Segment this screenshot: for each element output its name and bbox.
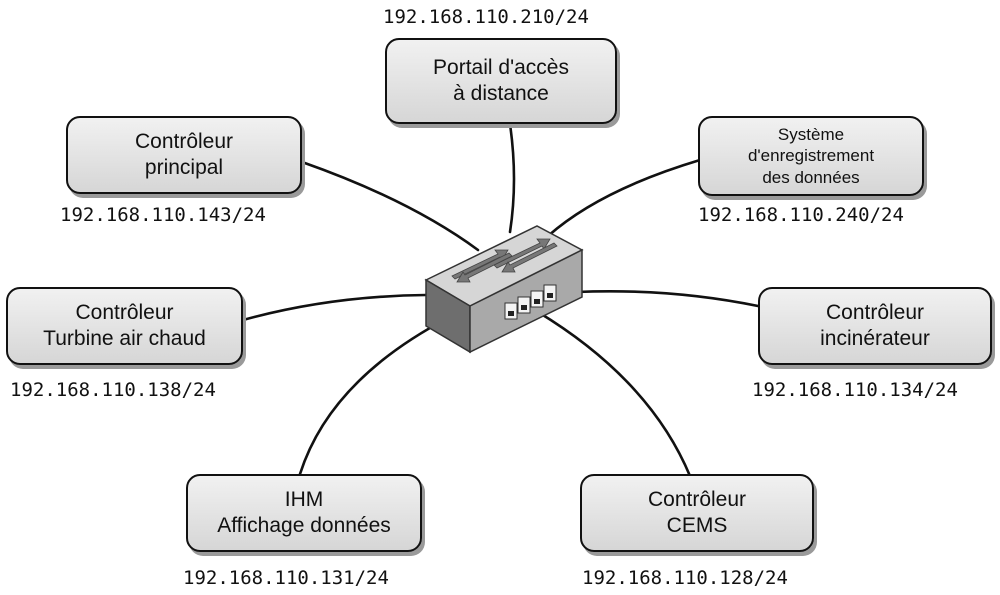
remote-access-portal-node: Portail d'accès à distance bbox=[385, 38, 617, 124]
hmi-data-display-ip: 192.168.110.131/24 bbox=[183, 567, 389, 589]
link-hot-air-turbine-controller bbox=[241, 293, 428, 322]
node-label-line: à distance bbox=[453, 82, 549, 105]
node-label-line: d'enregistrement bbox=[747, 146, 875, 166]
data-logging-system-ip: 192.168.110.240/24 bbox=[698, 204, 904, 226]
ethernet-ports-icon bbox=[504, 284, 557, 320]
incinerator-controller-node: Contrôleur incinérateur bbox=[758, 287, 992, 365]
cems-controller-ip: 192.168.110.128/24 bbox=[582, 567, 788, 589]
node-label-line: incinérateur bbox=[820, 327, 930, 350]
node-label-line: des données bbox=[762, 167, 860, 187]
node-label-line: Contrôleur bbox=[75, 301, 174, 325]
remote-access-portal-ip: 192.168.110.210/24 bbox=[383, 6, 589, 28]
arrow-left-icon bbox=[456, 242, 558, 283]
main-controller-ip: 192.168.110.143/24 bbox=[60, 204, 266, 226]
node-label-line: principal bbox=[144, 156, 224, 179]
node-label-line: CEMS bbox=[666, 514, 728, 537]
node-label-line: Système bbox=[777, 125, 845, 145]
link-remote-access-portal bbox=[508, 122, 516, 234]
node-label-line: Contrôleur bbox=[134, 130, 234, 154]
hot-air-turbine-controller-ip: 192.168.110.138/24 bbox=[10, 379, 216, 401]
hmi-data-display-node: IHM Affichage données bbox=[186, 474, 422, 552]
link-hmi-data-display bbox=[298, 316, 450, 476]
hot-air-turbine-controller-node: Contrôleur Turbine air chaud bbox=[6, 287, 243, 365]
node-label-line: IHM bbox=[284, 488, 324, 512]
cems-controller-node: Contrôleur CEMS bbox=[580, 474, 814, 552]
link-data-logging-system bbox=[546, 158, 702, 238]
node-label-line: Contrôleur bbox=[647, 488, 747, 512]
main-controller-node: Contrôleur principal bbox=[66, 116, 302, 194]
link-cems-controller bbox=[536, 310, 692, 478]
node-label-line: Portail d'accès bbox=[433, 56, 569, 80]
node-label-line: Turbine air chaud bbox=[43, 327, 206, 350]
node-label-line: Affichage données bbox=[217, 514, 391, 537]
link-main-controller bbox=[300, 160, 480, 252]
node-label-line: Contrôleur bbox=[825, 301, 925, 325]
data-logging-system-node: Système d'enregistrement des données bbox=[698, 116, 924, 196]
incinerator-controller-ip: 192.168.110.134/24 bbox=[752, 379, 958, 401]
network-switch-icon bbox=[424, 225, 584, 354]
link-incinerator-controller bbox=[574, 289, 760, 308]
